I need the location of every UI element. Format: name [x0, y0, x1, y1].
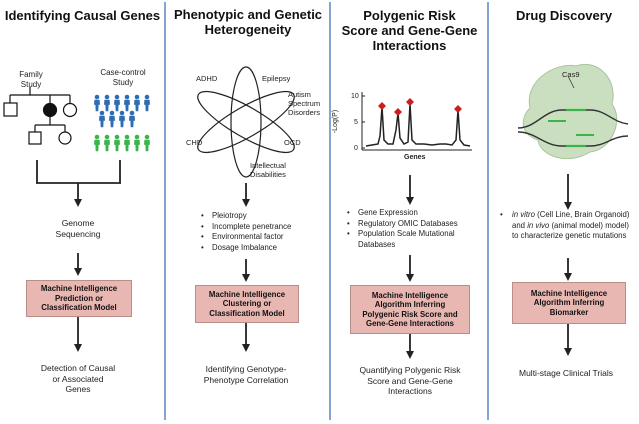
column-title-polygenic: Polygenic Risk Score and Gene-Gene Inter… [341, 8, 478, 53]
mi-box-prediction: Machine Intelligence Prediction or Class… [26, 280, 132, 317]
control-people-icon [94, 134, 150, 152]
model-systems-bullet: • in vitro (Cell Line, Brain Organoid) a… [500, 210, 634, 242]
disorder-chd: CHD [186, 138, 203, 147]
list-item: Gene Expression [347, 208, 496, 219]
outcome-genotype-phenotype: Identifying Genotype- Phenotype Correlat… [203, 364, 289, 385]
disorder-ellipses [197, 66, 295, 178]
genome-sequencing-label: Genome Sequencing [55, 218, 101, 239]
plot-xlabel: Genes [404, 154, 426, 161]
merge-bracket [36, 160, 121, 184]
mi-box-polygenic: Machine Intelligence Algorithm Inferring… [350, 285, 470, 334]
list-item: Dosage Imbalance [201, 243, 340, 254]
list-item: Incomplete penetrance [201, 222, 340, 233]
list-item: Pleiotropy [201, 211, 340, 222]
plot-tick-10: 10 [351, 93, 359, 100]
column-title-drug-discovery: Drug Discovery [515, 8, 613, 23]
bullet-dot: • [500, 210, 503, 219]
disorder-ocd: OCD [284, 138, 301, 147]
pedigree-icon [3, 87, 78, 145]
disorder-intellectual: Intellectual Disabilities [250, 161, 286, 179]
cas9-label: Cas9 [562, 70, 580, 79]
family-study-label: Family Study [19, 70, 43, 89]
outcome-clinical-trials: Multi-stage Clinical Trials [519, 368, 613, 378]
plot-ylabel: -Log(P) [332, 109, 340, 134]
plot-tick-0: 0 [354, 145, 358, 152]
outcome-polygenic: Quantifying Polygenic Risk Score and Gen… [359, 365, 461, 396]
case-people-icon [94, 94, 150, 128]
mi-box-biomarker: Machine Intelligence Algorithm Inferring… [512, 282, 626, 324]
disorder-autism: Autism Spectrum Disorders [288, 90, 321, 117]
cas9-cell-icon [517, 63, 629, 160]
data-sources-list: Gene Expression Regulatory OMIC Database… [346, 208, 496, 250]
case-control-study-label: Case-control Study [100, 68, 146, 87]
list-item: Regulatory OMIC Databases [347, 219, 496, 230]
mi-box-clustering: Machine Intelligence Clustering or Class… [195, 285, 299, 323]
heterogeneity-factors-list: Pleiotropy Incomplete penetrance Environ… [200, 211, 340, 253]
list-item: Environmental factor [201, 232, 340, 243]
list-item: Population Scale Mutational Databases [347, 229, 496, 250]
column-title-causal-genes: Identifying Causal Genes [4, 8, 161, 23]
column-title-heterogeneity: Phenotypic and Genetic Heterogeneity [173, 7, 323, 37]
disorder-adhd: ADHD [196, 74, 218, 83]
disorder-epilepsy: Epilepsy [262, 74, 291, 83]
outcome-causal-genes: Detection of Causal or Associated Genes [40, 363, 116, 394]
model-systems-text: in vitro (Cell Line, Brain Organoid) and… [512, 210, 630, 240]
manhattan-plot [361, 92, 472, 151]
plot-tick-5: 5 [354, 119, 358, 126]
